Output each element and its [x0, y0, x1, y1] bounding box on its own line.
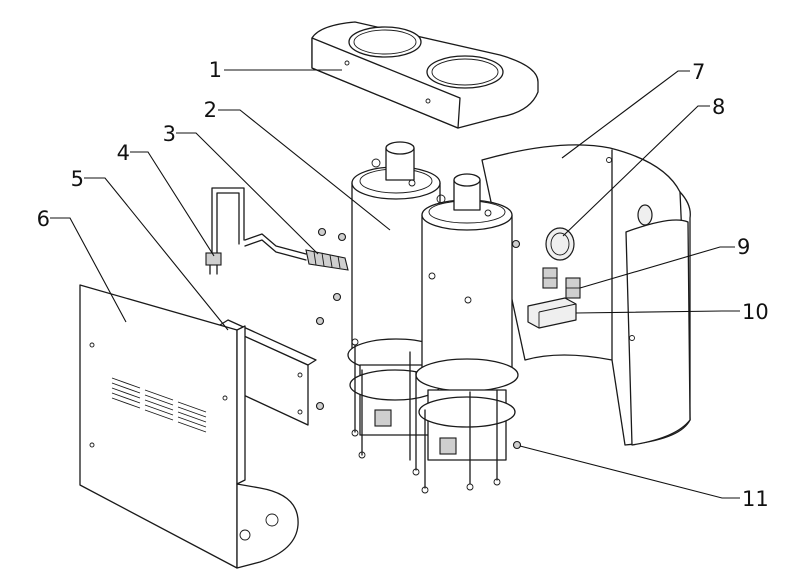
callout-11: 11 — [742, 487, 769, 511]
part-8-gauge — [545, 227, 575, 261]
callout-7: 7 — [692, 60, 705, 84]
part-7-rear-shell — [481, 144, 691, 446]
callout-1: 1 — [209, 58, 222, 82]
leader-lines — [50, 69, 740, 499]
vent-slots — [111, 377, 207, 433]
cylinder-tank-front — [412, 173, 519, 494]
part-6-front-panel — [79, 284, 299, 569]
part-1-top-cover — [311, 21, 539, 129]
callout-8: 8 — [712, 95, 725, 119]
callout-6: 6 — [37, 207, 50, 231]
loose-screws — [315, 227, 522, 450]
callouts: 1 2 3 4 5 6 7 8 9 10 11 — [37, 58, 769, 511]
callout-9: 9 — [737, 235, 750, 259]
callout-10: 10 — [742, 300, 769, 324]
callout-4: 4 — [117, 141, 130, 165]
part-9-switches — [542, 267, 581, 299]
callout-3: 3 — [163, 122, 176, 146]
part-10-block — [527, 297, 577, 329]
callout-5: 5 — [71, 167, 84, 191]
callout-2: 2 — [204, 98, 217, 122]
part-4-power-cord — [205, 187, 245, 275]
part-3-pipe-fitting — [244, 233, 349, 271]
